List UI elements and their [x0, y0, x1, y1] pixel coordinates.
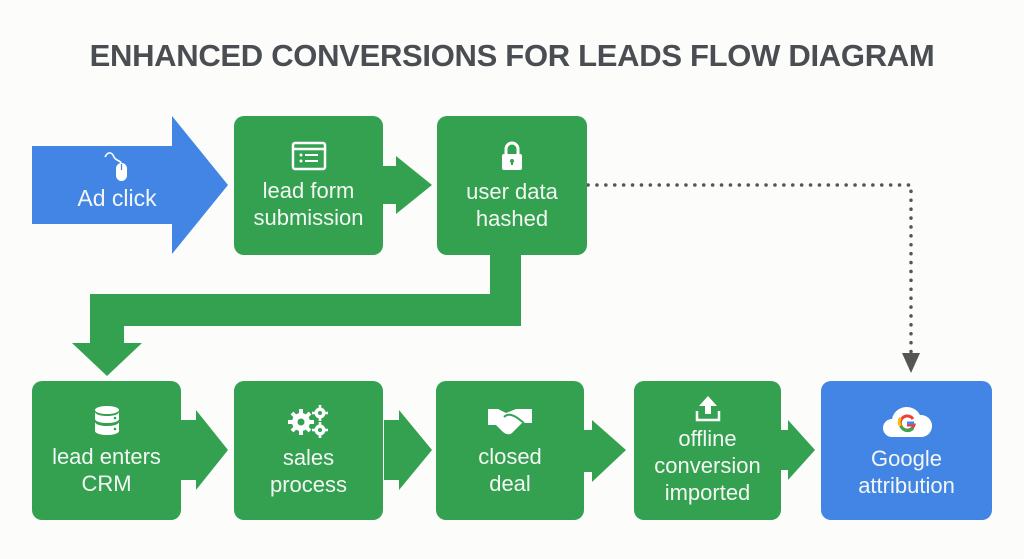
node-google: Google attribution	[821, 381, 992, 520]
database-icon	[93, 405, 121, 437]
handshake-icon	[486, 405, 534, 437]
node-lead-form-label-line1: lead form	[262, 177, 355, 203]
node-offline: offline conversion imported	[634, 381, 781, 520]
edge-deal-to-offline	[583, 420, 626, 482]
node-user-data-label-line2: hashed	[475, 205, 549, 231]
mouse-icon	[62, 151, 172, 183]
edge-offline-to-google	[780, 420, 815, 480]
diagram-title: ENHANCED CONVERSIONS FOR LEADS FLOW DIAG…	[89, 38, 935, 73]
node-offline-label-line1: offline	[678, 426, 737, 451]
node-deal: closed deal	[436, 381, 584, 520]
form-icon	[291, 141, 327, 171]
dotted-arrowhead	[902, 353, 920, 373]
lock-icon	[499, 140, 525, 172]
node-crm: lead enters CRM	[32, 381, 181, 520]
edge-lead-form-to-user-data	[380, 156, 432, 214]
edge-user-data-to-google-dotted	[586, 183, 913, 358]
edge-sales-to-deal	[384, 410, 432, 490]
node-user-data: user data hashed	[437, 116, 587, 255]
google-cloud-icon	[882, 403, 932, 439]
node-ad-click-label: Ad click	[77, 185, 157, 211]
ad-click-arrow-shape	[32, 116, 228, 254]
node-google-label-line2: attribution	[858, 472, 955, 498]
node-ad-click: Ad click	[62, 152, 172, 212]
node-offline-label-line2: conversion	[654, 453, 761, 478]
node-crm-label-line2: CRM	[81, 470, 132, 496]
edge-crm-to-sales	[180, 410, 228, 490]
edge-user-data-to-crm	[72, 250, 521, 376]
node-lead-form: lead form submission	[234, 116, 383, 255]
node-deal-label-line1: closed	[478, 443, 542, 469]
node-crm-label-line1: lead enters	[52, 443, 161, 469]
node-offline-label-line3: imported	[664, 480, 751, 505]
node-google-label-line1: Google	[871, 445, 942, 471]
node-sales-label-line1: sales	[282, 444, 335, 470]
node-sales: sales process	[234, 381, 383, 520]
gears-icon	[287, 404, 331, 438]
upload-icon	[694, 395, 722, 423]
node-lead-form-label-line2: submission	[253, 204, 364, 230]
node-deal-label-line2: deal	[489, 470, 531, 496]
node-user-data-label-line1: user data	[466, 178, 558, 204]
node-sales-label-line2: process	[269, 471, 348, 497]
